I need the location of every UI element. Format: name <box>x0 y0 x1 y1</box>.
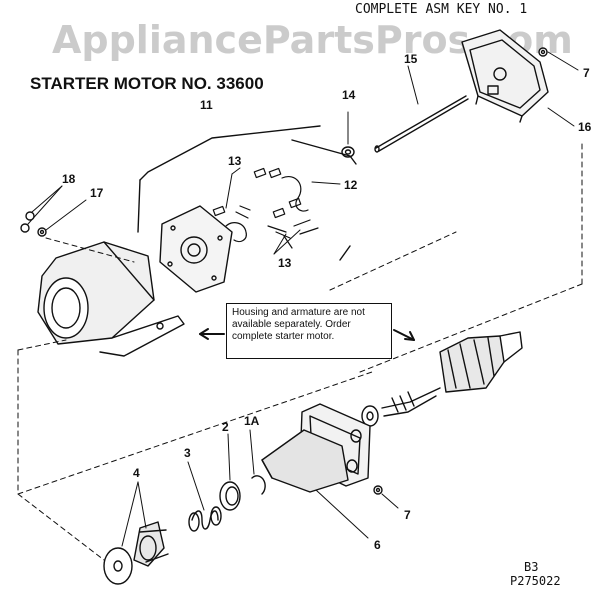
screws-part <box>20 211 47 237</box>
assembly-guide-lines <box>17 139 583 561</box>
callout-18: 18 <box>62 172 76 186</box>
thru-bolt-part <box>374 95 469 153</box>
assembly-key-label: COMPLETE ASM KEY NO. 1 <box>355 2 528 17</box>
callout-11: 11 <box>200 98 213 112</box>
drive-housing-part <box>261 403 371 493</box>
end-cap-part <box>461 29 549 123</box>
callout-13-top: 13 <box>228 154 242 168</box>
nut-part-bottom <box>373 485 383 495</box>
leader-lines <box>27 51 579 547</box>
brush-plate-part <box>159 205 233 293</box>
callout-14: 14 <box>342 88 356 102</box>
callout-1a: 1A <box>244 414 260 428</box>
bracket-12 <box>291 139 357 165</box>
bracket-11 <box>139 125 321 181</box>
diagram-title: STARTER MOTOR NO. 33600 <box>30 74 264 93</box>
drawing-code: P275022 <box>510 574 561 588</box>
retaining-ring-part <box>251 475 266 495</box>
callout-17: 17 <box>90 186 104 200</box>
spring-retainer-part <box>219 481 241 511</box>
note-arrows <box>199 328 415 341</box>
page-reference: B3 <box>524 560 539 574</box>
callout-7-bottom: 7 <box>404 508 411 522</box>
callout-2: 2 <box>222 420 229 434</box>
callout-3: 3 <box>184 446 191 460</box>
spring-part <box>188 506 222 532</box>
availability-note: Housing and armature are not available s… <box>226 303 392 359</box>
callout-6: 6 <box>374 538 381 552</box>
brush-set-part <box>212 167 319 249</box>
armature-part <box>381 331 523 417</box>
nut-part-top <box>538 47 548 57</box>
callout-7-top: 7 <box>583 66 590 80</box>
callout-13-bottom: 13 <box>278 256 292 270</box>
housing-part <box>37 241 185 357</box>
callout-4: 4 <box>133 466 140 480</box>
pinion-washer-part <box>103 547 133 585</box>
pinion-gear-part <box>133 521 169 567</box>
callout-12: 12 <box>344 178 358 192</box>
callout-16: 16 <box>578 120 592 134</box>
callout-15: 15 <box>404 52 418 66</box>
